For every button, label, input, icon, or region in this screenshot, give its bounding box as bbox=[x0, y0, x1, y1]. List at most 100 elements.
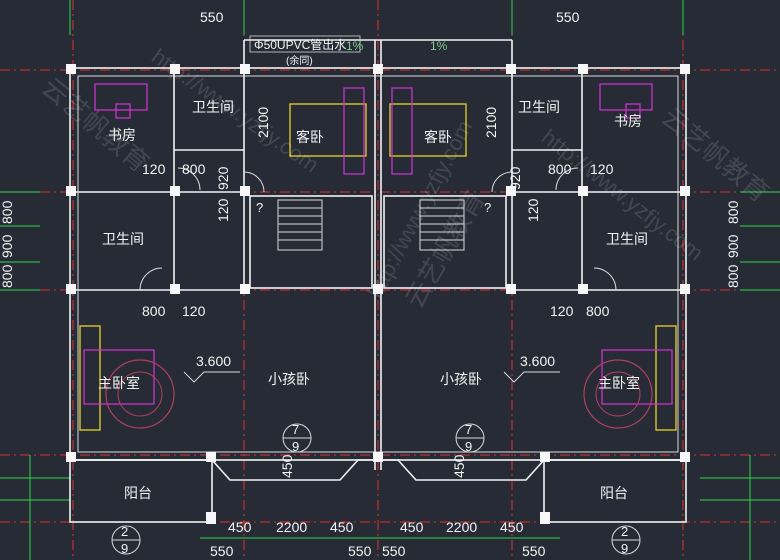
room-bath-mid-right: 卫生间 bbox=[606, 231, 648, 247]
door-bath-mid-left bbox=[139, 267, 163, 291]
door-bath-top-left bbox=[177, 167, 201, 191]
dim-120-v-left: 120 bbox=[215, 198, 231, 222]
dim-120-d: 120 bbox=[550, 303, 574, 319]
dim-top-right: 550 bbox=[556, 9, 580, 25]
room-kid-right: 小孩卧 bbox=[440, 371, 482, 387]
rug-master-right-inner bbox=[595, 371, 641, 417]
stairs bbox=[277, 199, 465, 251]
room-guest-right: 客卧 bbox=[424, 129, 452, 145]
dim-side-left-2: 800 bbox=[0, 264, 15, 288]
dim-800-b: 800 bbox=[548, 161, 572, 177]
bed-guest-left bbox=[289, 103, 367, 157]
slope-left: 1% bbox=[346, 39, 364, 53]
room-labels: 书房 书房 卫生间 卫生间 客卧 客卧 卫生间 卫生间 主卧室 主卧室 小孩卧 … bbox=[98, 99, 648, 501]
room-master-left: 主卧室 bbox=[98, 375, 140, 391]
dim-120-v-right: 120 bbox=[525, 198, 541, 222]
dim-bottom2-0: 550 bbox=[210, 543, 234, 559]
slope-right: 1% bbox=[430, 39, 448, 53]
callout-numbers: 7 9 7 9 2 9 2 9 bbox=[121, 422, 628, 556]
level-left: 3.600 bbox=[196, 353, 231, 369]
dim-side-right-2: 800 bbox=[725, 264, 741, 288]
wardrobe-master-right bbox=[655, 325, 677, 431]
dim-bottom1-3: 450 bbox=[400, 519, 424, 535]
door-guest-left bbox=[243, 171, 265, 193]
pipe-note-sub: (余同) bbox=[286, 54, 313, 67]
dim-120-c: 120 bbox=[182, 303, 206, 319]
dim-bottom2-1: 550 bbox=[348, 543, 372, 559]
callout-right-top: 7 bbox=[465, 422, 472, 437]
dim-bottom2-2: 550 bbox=[382, 543, 406, 559]
callout-bl-top: 2 bbox=[121, 524, 128, 539]
dim-2100-left: 2100 bbox=[255, 107, 271, 138]
door-guest-right bbox=[491, 171, 513, 193]
walls bbox=[69, 39, 687, 523]
callout-bl-bot: 9 bbox=[121, 541, 128, 556]
dim-bottom1-1: 2200 bbox=[276, 519, 307, 535]
furniture bbox=[79, 83, 677, 431]
question-left: ? bbox=[256, 200, 263, 215]
dim-120-b: 120 bbox=[590, 161, 614, 177]
wardrobe-master-left bbox=[79, 325, 101, 431]
room-study-right: 书房 bbox=[614, 113, 642, 129]
annotations: Φ50UPVC管出水 (余同) 1% 1% 3.600 3.600 ? ? bbox=[196, 35, 555, 369]
question-right: ? bbox=[484, 200, 491, 215]
level-right: 3.600 bbox=[520, 353, 555, 369]
room-bath-mid-left: 卫生间 bbox=[102, 231, 144, 247]
dim-120-a: 120 bbox=[142, 161, 166, 177]
rug-master-left-inner bbox=[117, 371, 163, 417]
stairs-right bbox=[419, 199, 465, 251]
dim-side-left-1: 900 bbox=[0, 234, 15, 258]
dim-920-b: 920 bbox=[507, 166, 523, 190]
dim-top-left: 550 bbox=[200, 9, 224, 25]
chair-right bbox=[625, 103, 641, 119]
doors bbox=[139, 167, 617, 291]
room-kid-left: 小孩卧 bbox=[268, 371, 310, 387]
level-symbols bbox=[183, 371, 560, 383]
room-bath-top-left: 卫生间 bbox=[192, 99, 234, 115]
detail-callouts bbox=[111, 423, 641, 555]
dimension-labels: 550 550 2100 2100 120 800 120 800 920 92… bbox=[0, 9, 741, 559]
dim-800-c: 800 bbox=[142, 303, 166, 319]
callout-br-top: 2 bbox=[621, 524, 628, 539]
dim-450-left: 450 bbox=[279, 454, 295, 478]
dim-side-left-0: 800 bbox=[0, 200, 15, 224]
dim-side-right-1: 900 bbox=[725, 234, 741, 258]
rug-master-left bbox=[105, 359, 175, 429]
dim-bottom1-5: 450 bbox=[500, 519, 524, 535]
callout-left-top: 7 bbox=[292, 422, 299, 437]
callout-left-bot: 9 bbox=[292, 439, 299, 454]
dim-bottom1-4: 2200 bbox=[446, 519, 477, 535]
bed-master-right bbox=[601, 349, 673, 405]
dim-450-right: 450 bbox=[451, 454, 467, 478]
callout-right-bot: 9 bbox=[465, 439, 472, 454]
dim-800-a: 800 bbox=[182, 161, 206, 177]
dim-bottom2-3: 550 bbox=[522, 543, 546, 559]
door-bath-top-right bbox=[555, 167, 579, 191]
dim-bottom1-0: 450 bbox=[228, 519, 252, 535]
desk-left bbox=[94, 83, 148, 111]
dim-2100-right: 2100 bbox=[483, 107, 499, 138]
room-master-right: 主卧室 bbox=[598, 375, 640, 391]
dim-side-right-0: 800 bbox=[725, 200, 741, 224]
bed-guest-right bbox=[389, 103, 467, 157]
callout-br-bot: 9 bbox=[621, 541, 628, 556]
dim-bottom1-2: 450 bbox=[330, 519, 354, 535]
room-balcony-left: 阳台 bbox=[124, 485, 152, 501]
chair-left bbox=[115, 103, 131, 119]
room-study-left: 书房 bbox=[108, 127, 136, 143]
columns bbox=[66, 64, 690, 524]
stairs-left bbox=[277, 199, 323, 251]
wardrobe-guest-right bbox=[391, 87, 413, 175]
room-guest-left: 客卧 bbox=[296, 129, 324, 145]
dim-920-a: 920 bbox=[215, 166, 231, 190]
watermark-brand-3: 云艺帆教育 bbox=[656, 102, 775, 209]
dim-800-d: 800 bbox=[586, 303, 610, 319]
room-balcony-right: 阳台 bbox=[600, 485, 628, 501]
door-bath-mid-right bbox=[593, 267, 617, 291]
rug-master-right bbox=[583, 359, 653, 429]
pipe-note: Φ50UPVC管出水 bbox=[254, 37, 346, 52]
wardrobe-guest-left bbox=[343, 87, 365, 175]
